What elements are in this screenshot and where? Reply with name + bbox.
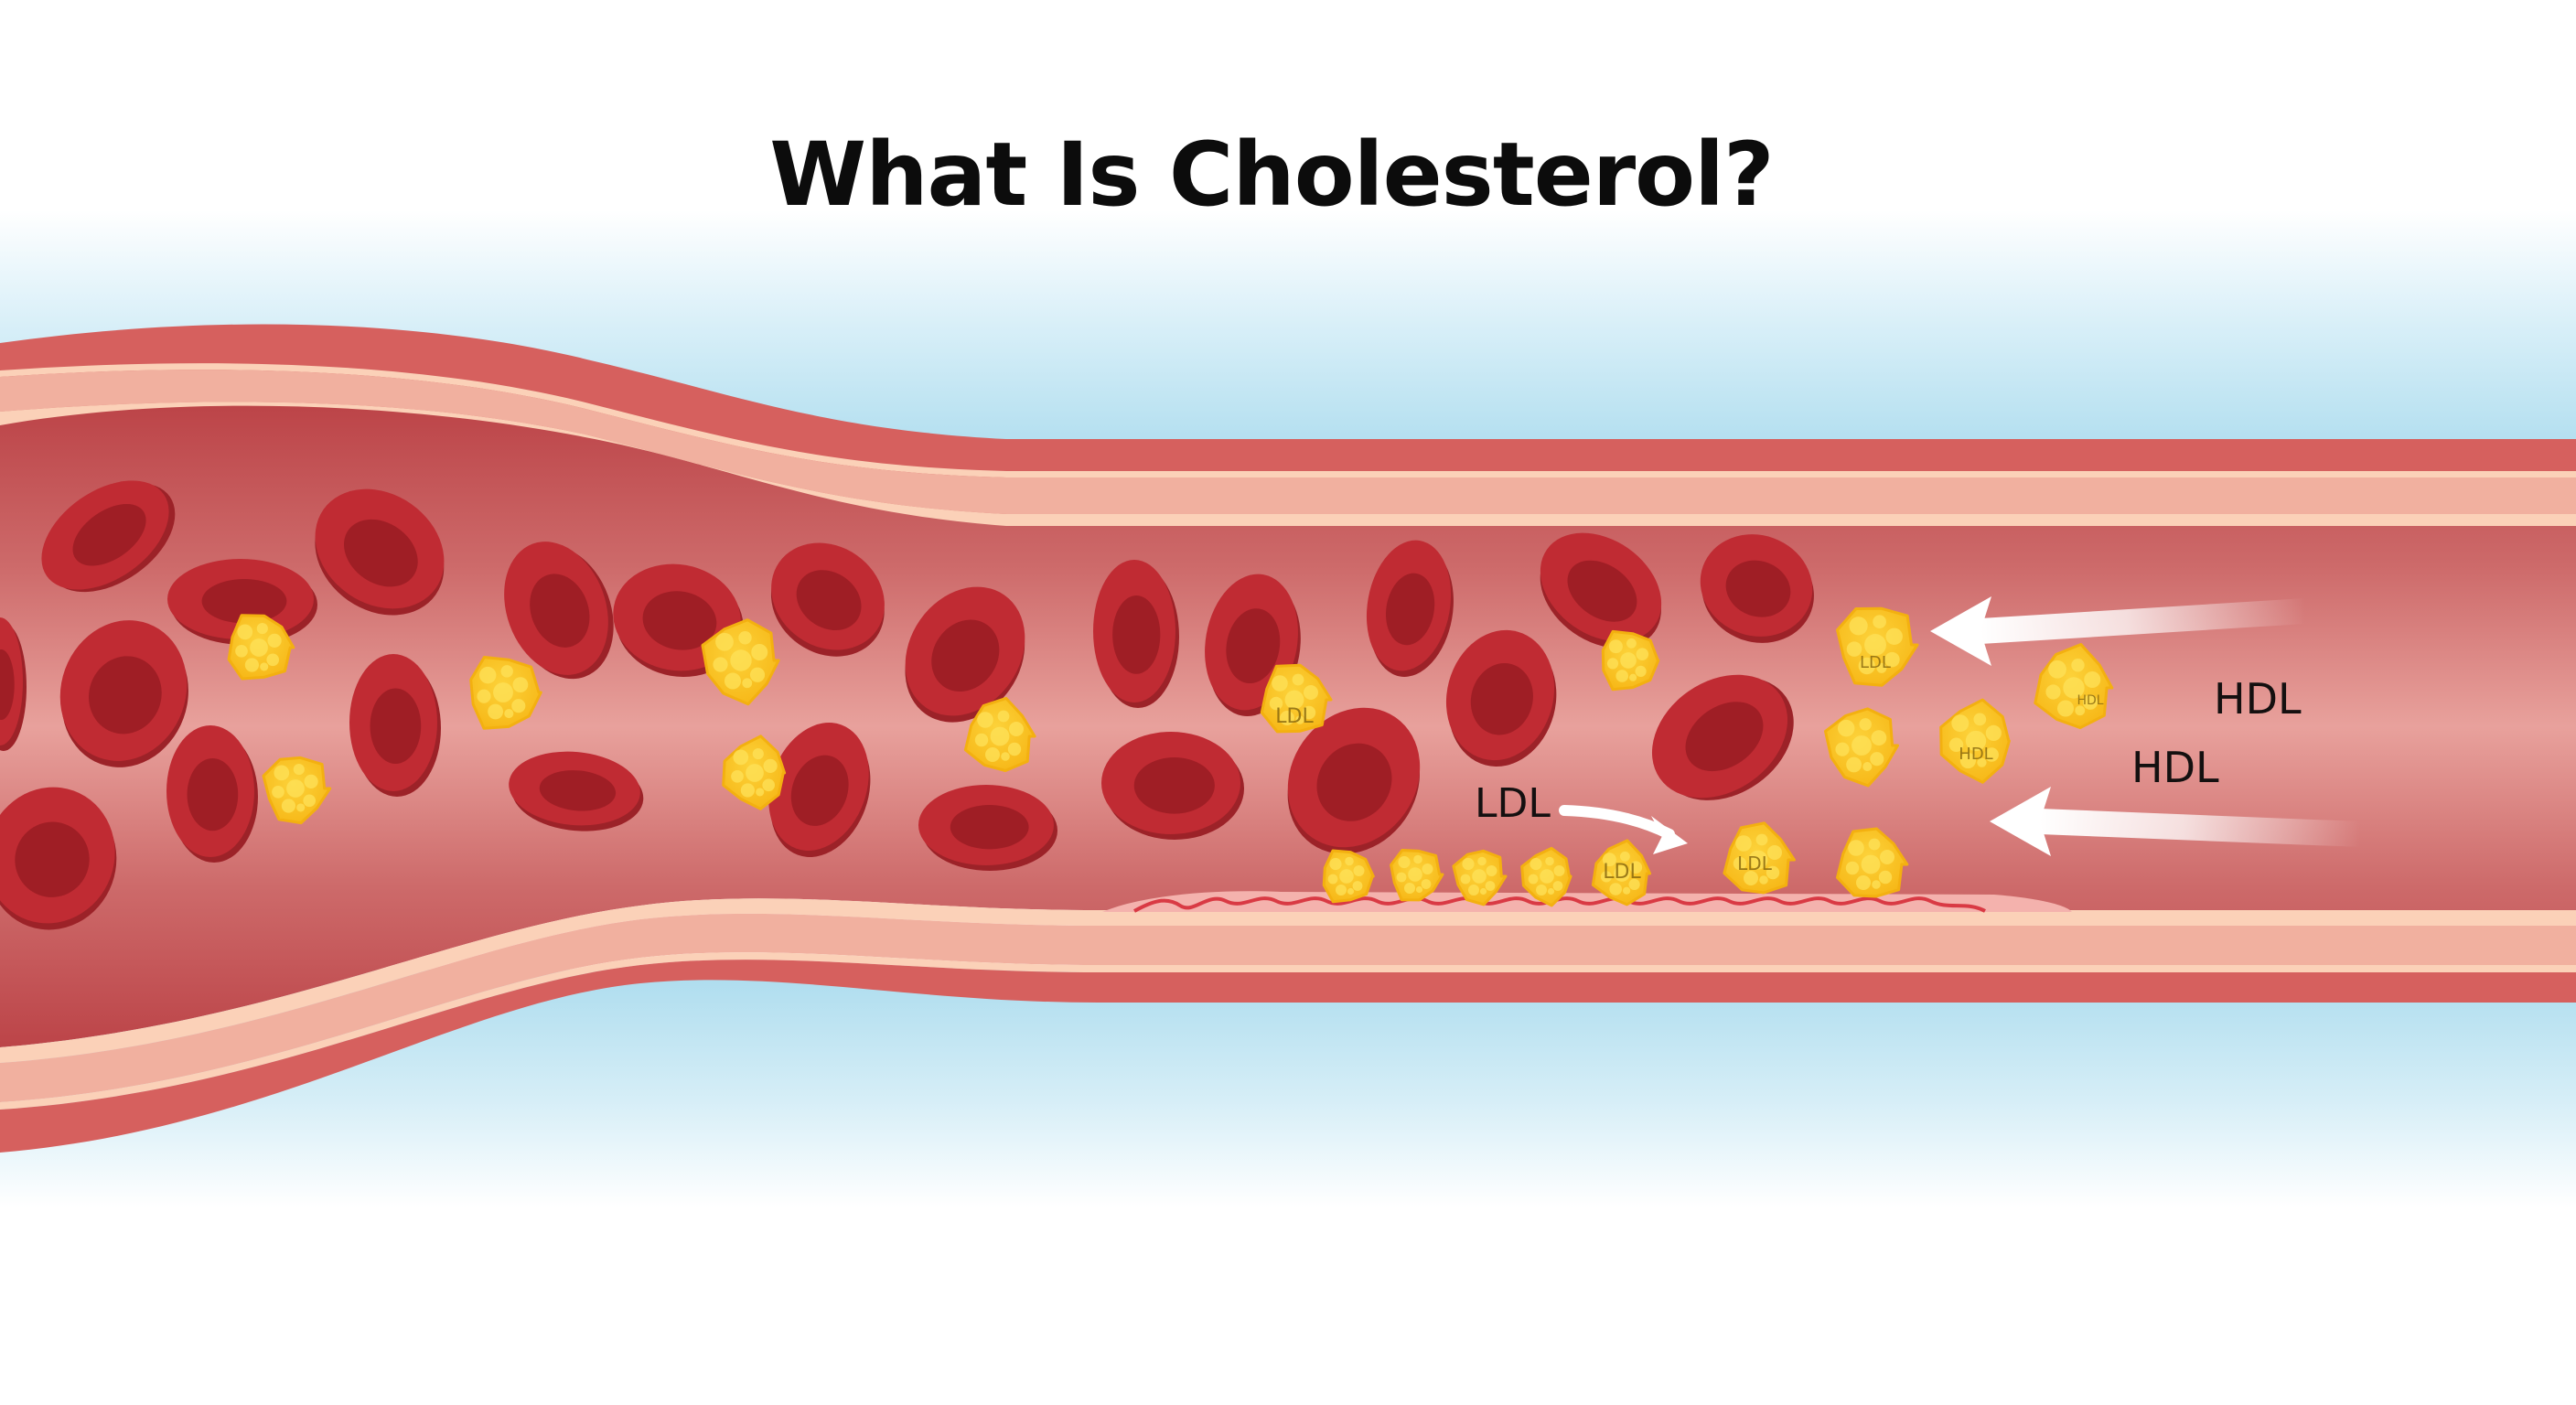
hdl-flow-arrow	[1990, 787, 2360, 856]
particle-labels: LDL LDL HDL HDL LDL LDL	[1275, 653, 2103, 884]
cholesterol-particle	[2034, 643, 2114, 730]
red-blood-cell	[1101, 732, 1244, 840]
red-blood-cell	[768, 723, 871, 857]
cholesterol-particle	[1723, 821, 1796, 895]
cholesterol-particle	[1591, 839, 1652, 906]
cholesterol-particle	[1939, 698, 2011, 784]
red-blood-cell	[905, 586, 1025, 723]
cholesterol-particle	[227, 614, 295, 681]
red-blood-cell	[918, 785, 1057, 871]
red-blood-cell	[349, 654, 441, 797]
cholesterol-particle	[262, 756, 332, 825]
vessel-wall-top-middle	[0, 370, 2576, 514]
cholesterol-particle	[1260, 663, 1333, 734]
red-blood-cell	[1093, 560, 1179, 708]
cholesterol-particle	[469, 656, 542, 730]
red-blood-cell	[504, 542, 614, 680]
cholesterol-particle	[722, 735, 787, 810]
red-blood-cell	[770, 542, 885, 657]
particle-label: LDL	[1275, 705, 1314, 728]
vessel-wall-bottom-inner-highlight	[0, 898, 2576, 1063]
cholesterol-particle	[1601, 629, 1660, 692]
hdl-flow-arrow	[1930, 596, 2305, 666]
red-blood-cell	[1540, 532, 1662, 649]
vessel-wall-bottom-middle	[0, 913, 2576, 1102]
particle-label: HDL	[1959, 745, 1992, 764]
red-blood-cell	[59, 620, 188, 767]
cholesterol-particle	[701, 618, 780, 706]
particle-label: LDL	[1737, 853, 1773, 874]
cholesterol-particle	[1452, 849, 1508, 906]
flow-arrows	[1559, 596, 2360, 856]
red-blood-cell	[1287, 707, 1421, 854]
red-blood-cell	[0, 617, 27, 751]
red-blood-cell	[1700, 534, 1814, 643]
cholesterol-particles	[227, 606, 2114, 907]
cholesterol-particle	[1836, 606, 1919, 687]
hdl-label-lower: HDL	[2131, 743, 2219, 792]
cholesterol-particle	[1824, 707, 1899, 788]
red-blood-cell	[0, 787, 117, 930]
red-blood-cell	[1445, 629, 1557, 767]
cholesterol-particle	[1520, 846, 1572, 907]
hdl-label-upper: HDL	[2214, 674, 2302, 724]
ldl-label: LDL	[1475, 780, 1551, 827]
particle-label: HDL	[2077, 693, 2103, 708]
cholesterol-particle	[1390, 849, 1444, 902]
page-title: What Is Cholesterol?	[769, 123, 1774, 226]
cholesterol-particle	[1836, 827, 1909, 898]
cholesterol-particle	[1322, 849, 1375, 904]
cholesterol-particle	[963, 696, 1036, 772]
red-blood-cell	[167, 559, 317, 645]
vessel-wall-bottom-outer	[0, 960, 2576, 1153]
red-blood-cell	[1651, 674, 1794, 800]
red-blood-cell	[166, 725, 258, 863]
ldl-deposit-arrow	[1559, 805, 1688, 854]
red-blood-cells	[0, 480, 1814, 930]
particle-label: LDL	[1603, 861, 1641, 884]
red-blood-cell	[41, 480, 176, 593]
particle-label: LDL	[1860, 653, 1891, 672]
red-blood-cell	[1366, 540, 1454, 677]
red-blood-cell	[509, 751, 644, 831]
vessel-wall-bottom-highlight	[0, 952, 2576, 1110]
red-blood-cell	[315, 488, 445, 616]
